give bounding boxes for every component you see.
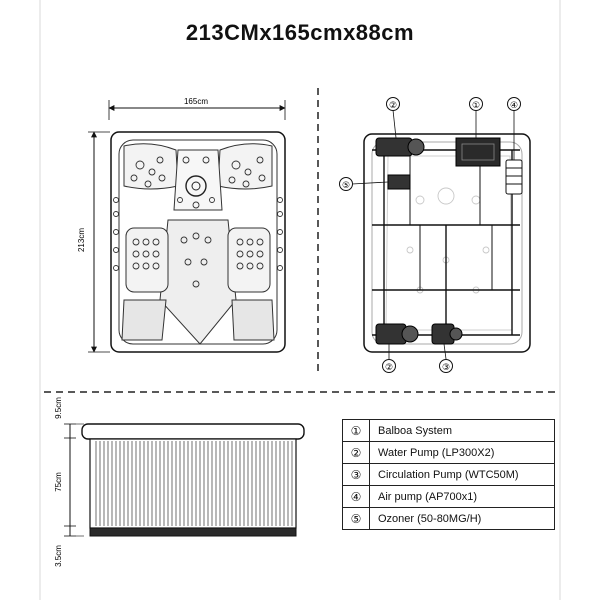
component-legend: ① Balboa System ② Water Pump (LP300X2) ③… [342,419,555,530]
callout-4-label: ④ [510,100,518,110]
side-lid-dimension-label: 9.5cm [54,397,63,419]
callout-5-label: ⑤ [342,180,350,190]
legend-number: ④ [342,485,370,508]
page-title: 213CMx165cmx88cm [185,20,415,45]
legend-number: ⑤ [342,507,370,530]
callout-2-top-label: ② [389,100,397,110]
spa-base [89,527,297,537]
water-pump-bottom-motor [401,325,419,343]
cabinet-slats [95,441,293,526]
seat-left-middle [125,227,169,293]
balboa-system-box [455,137,501,167]
legend-row: ④ Air pump (AP700x1) [342,485,555,508]
spa-cabinet [89,438,297,529]
circulation-pump-motor [449,327,463,341]
legend-number: ② [342,441,370,464]
legend-number: ① [342,419,370,442]
rim-jets-right [277,197,283,271]
lounger-right [231,299,275,341]
side-body-dimension-label: 75cm [54,472,63,492]
legend-label: Balboa System [369,419,555,442]
ozoner-unit [387,174,411,190]
spa-inner-rim [118,139,278,345]
legend-label: Circulation Pump (WTC50M) [369,463,555,486]
callout-3-label: ③ [442,362,450,372]
jets-top [130,156,266,209]
center-seat [173,149,223,211]
legend-label: Ozoner (50-80MG/H) [369,507,555,530]
callout-circle-3 [439,359,453,373]
lounger-left [121,299,167,341]
equipment-view: ② ① ④ ⑤ ② ③ [339,97,531,373]
callout-2-bottom-label: ② [385,362,393,372]
legend-label: Water Pump (LP300X2) [369,441,555,464]
legend-label: Air pump (AP700x1) [369,485,555,508]
legend-number: ③ [342,463,370,486]
legend-row: ③ Circulation Pump (WTC50M) [342,463,555,486]
water-pump-top-motor [407,138,425,156]
callout-2-top-leader [392,109,397,139]
balboa-system-panel [461,143,495,161]
water-pump-top [375,137,413,157]
top-view: 165cm 213cm [77,97,286,353]
air-pump-body [505,159,523,195]
legend-row: ① Balboa System [342,419,555,442]
callout-circle-2-bottom [382,359,396,373]
rim-jets-left [113,197,119,271]
side-base-dimension-label: 3.5cm [54,545,63,567]
seat-back-left [123,143,179,190]
width-dimension-label: 165cm [184,97,208,106]
center-jet [185,175,207,197]
seat-back-right [217,143,273,190]
legend-row: ⑤ Ozoner (50-80MG/H) [342,507,555,530]
jets-middle [132,232,264,288]
callout-5-leader [351,181,389,185]
center-jet-core [191,181,201,191]
height-dimension-label: 213cm [77,228,86,252]
spa-lid [81,423,305,440]
callout-3-leader [443,343,447,360]
side-view: 9.5cm 75cm 3.5cm [54,397,305,567]
equip-outer-shell [363,133,531,353]
legend-row: ② Water Pump (LP300X2) [342,441,555,464]
callout-1-label: ① [472,100,480,110]
seat-right-middle [227,227,271,293]
